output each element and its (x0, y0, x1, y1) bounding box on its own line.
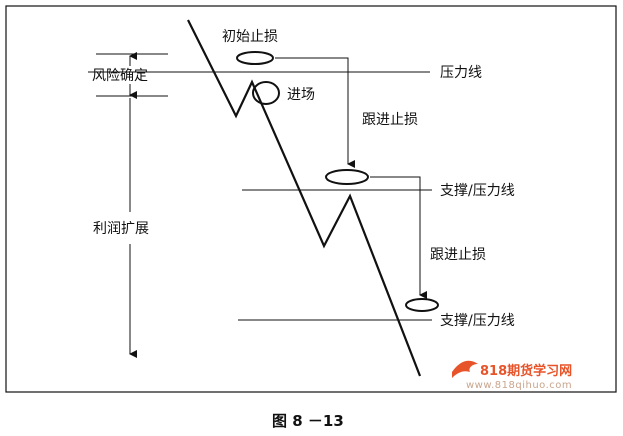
figure-caption: 图 8 －13 (272, 412, 344, 430)
resistance-line-label: 压力线 (440, 65, 482, 81)
trailing-stop-label-1: 跟进止损 (362, 112, 418, 128)
profit-expansion-label: 利润扩展 (93, 221, 149, 237)
watermark-brand: 818期货学习网 (480, 363, 572, 379)
support-resistance-label-1: 支撑/压力线 (440, 183, 515, 199)
price-path (187, 19, 422, 377)
trailing-stop-label-2: 跟进止损 (430, 247, 486, 263)
flame-logo-icon (452, 360, 478, 378)
trailing-stop-arrow-2 (370, 176, 427, 299)
watermark: 818期货学习网 www.818qihuo.com (452, 360, 572, 391)
initial-stop-label: 初始止损 (222, 28, 278, 45)
diagram-frame (5, 5, 617, 393)
support-resistance-label-2: 支撑/压力线 (440, 313, 515, 329)
entry-label: 进场 (287, 87, 315, 103)
trailing-stop-arrow-1 (275, 57, 355, 168)
risk-defined-label: 风险确定 (92, 68, 148, 84)
trailing-stop-marker-2 (405, 298, 439, 312)
watermark-url: www.818qihuo.com (466, 380, 572, 391)
entry-marker (252, 81, 280, 105)
initial-stop-marker (236, 51, 274, 65)
trailing-stop-marker-1 (325, 169, 369, 185)
